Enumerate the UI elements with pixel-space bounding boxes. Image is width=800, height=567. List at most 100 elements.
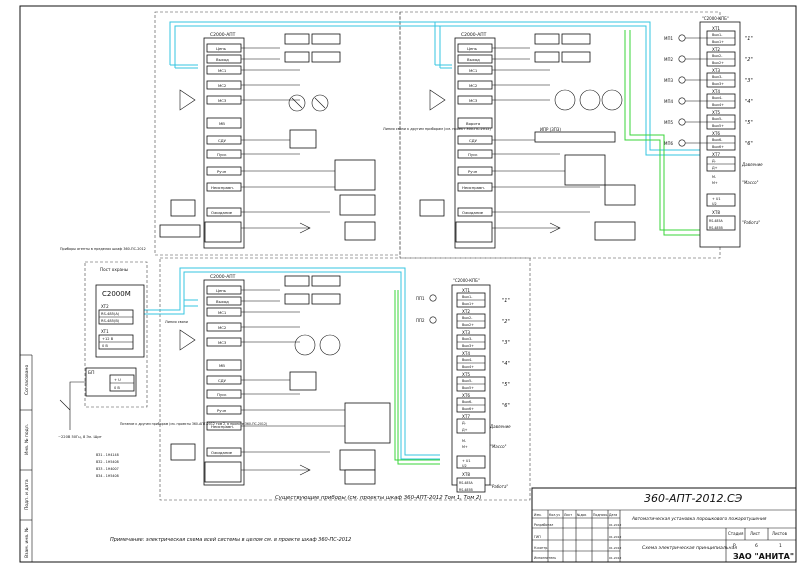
svg-text:Р: Р — [733, 543, 736, 549]
ktv-row-label: + U1 — [712, 197, 721, 201]
ktv-row-label: Вых6- — [712, 138, 723, 142]
svg-text:Ручн: Ручн — [217, 169, 227, 174]
ktv-pp-label: ПП1 — [416, 296, 425, 301]
ktv-pp-label: МП6 — [664, 141, 673, 146]
cabinet-top-left — [154, 11, 401, 256]
ktv-row-label: Д+ — [462, 428, 468, 432]
svg-text:МС2: МС2 — [218, 83, 227, 88]
ktv-terminal: ХТ8 — [712, 210, 720, 215]
ktv-row-label: U2 — [462, 464, 467, 468]
svg-text:МС2: МС2 — [218, 325, 227, 330]
ktv-output-label: "4" — [745, 99, 753, 105]
svg-text:Ручн: Ручн — [217, 408, 227, 413]
ktv-output-label: "2" — [745, 57, 753, 63]
c2000m-post: Пост охраны С2000М XT2 RS-485(A) RS-485(… — [58, 247, 148, 439]
svg-text:Кол.уч: Кол.уч — [549, 513, 560, 517]
side-stamp: Согласовано Инв. № подл. Подп. и дата Вз… — [24, 365, 30, 558]
ktv-top-module: "С2000-КПБ" ХТ1Вых1-Вых1+"1"МП1ХТ2Вых2-В… — [664, 16, 763, 248]
svg-text:Схема электрическая принципиал: Схема электрическая принципиальная — [642, 545, 737, 551]
bottom-apt-panel: С2000-АПТ Цепь Выход МС1 МС2 МС3 МВ СДУ … — [120, 274, 391, 486]
ktv-output-label: "5" — [502, 382, 510, 388]
svg-text:Пуск: Пуск — [217, 152, 227, 157]
svg-text:С2000-АПТ: С2000-АПТ — [210, 32, 236, 38]
ktv-terminal: ХТ3 — [712, 68, 720, 73]
svg-text:СДУ: СДУ — [218, 378, 227, 383]
svg-text:Ворота: Ворота — [466, 121, 480, 126]
ktv-output-label: "6" — [502, 403, 510, 409]
svg-text:Ожидание: Ожидание — [211, 450, 233, 455]
ktv-row-label: М+ — [712, 181, 718, 185]
svg-text:Исполнитель: Исполнитель — [534, 556, 556, 560]
svg-text:Инв. № подл.: Инв. № подл. — [24, 424, 30, 455]
ktv-row-label: Вых3- — [462, 337, 473, 341]
cabinet-top-right — [399, 11, 721, 259]
ktv-terminal: ХТ2 — [462, 309, 470, 314]
svg-text:+12 В: +12 В — [102, 337, 114, 341]
svg-text:Цепь: Цепь — [216, 46, 227, 51]
svg-text:Ожидание: Ожидание — [462, 210, 484, 215]
ktv-row-label: Вых5+ — [712, 124, 724, 128]
ktv-row-label: Вых1- — [462, 295, 473, 299]
ktv-terminal: ХТ1 — [462, 288, 470, 293]
ktv-terminal: ХТ4 — [462, 351, 470, 356]
top-right-apt-panel: С2000-АПТ Цепь Выход МС1 МС2 МС3 Ворота … — [383, 32, 636, 249]
top-left-apt-panel: С2000-АПТ Цепь Выход МС1 МС2 МС3 МВ СДУ … — [159, 32, 376, 249]
ktv-row-label: М+ — [462, 445, 468, 449]
svg-text:Пост охраны: Пост охраны — [100, 267, 128, 272]
ktv-row-label: Вых1- — [712, 33, 723, 37]
ktv-row-label: Д+ — [712, 166, 718, 170]
svg-text:0 В: 0 В — [114, 386, 120, 390]
ktv-output-label: "3" — [745, 78, 753, 84]
svg-text:Неисправн.: Неисправн. — [462, 185, 485, 190]
svg-text:"С2000-КПБ": "С2000-КПБ" — [702, 16, 729, 21]
ktv-row-label: RS-485B — [459, 488, 473, 492]
svg-text:Выход: Выход — [467, 57, 480, 62]
svg-text:БП: БП — [88, 370, 94, 376]
svg-text:МВ: МВ — [219, 363, 225, 368]
svg-text:XT1: XT1 — [101, 329, 109, 334]
ktv-terminal: ХТ3 — [462, 330, 470, 335]
ktv-output-label: "1" — [502, 298, 510, 304]
ktv-terminal: ХТ7 — [462, 414, 470, 419]
ktv-row-label: Вых3+ — [462, 344, 474, 348]
ktv-row-label: Вых4- — [712, 96, 723, 100]
ktv-row-label: Д- — [712, 159, 717, 163]
ktv-row-label: RS-485B — [709, 226, 723, 230]
svg-text:СДУ: СДУ — [218, 138, 227, 143]
ktv-pp-label: МП5 — [664, 120, 673, 125]
ktv-row-label: М- — [712, 175, 717, 179]
ktv-row-label: U2 — [712, 202, 717, 206]
svg-text:С2000-АПТ: С2000-АПТ — [210, 274, 236, 280]
existing-devices-caption: Существующие приборы (см. проекты шкаф 3… — [275, 495, 482, 501]
ktv-row-label: Вых2- — [462, 316, 473, 320]
svg-text:МС2: МС2 — [469, 83, 478, 88]
svg-text:МВ: МВ — [219, 121, 225, 126]
svg-text:Подп. и дата: Подп. и дата — [24, 479, 30, 510]
ktv-row-label: Вых2+ — [712, 61, 724, 65]
svg-text:Взам. инв. №: Взам. инв. № — [24, 527, 30, 558]
ktv-row-label: Вых3- — [712, 75, 723, 79]
svg-text:Изм.: Изм. — [534, 513, 542, 517]
title-block: 360-АПТ-2012.СЭ Изм. Кол.уч Лист №док По… — [531, 487, 797, 563]
ktv-terminal: ХТ6 — [462, 393, 470, 398]
svg-text:ГИП: ГИП — [534, 535, 541, 539]
organization: ЗАО "АНИТА" — [733, 552, 794, 561]
rs485-lines — [137, 21, 700, 465]
ktv-terminal: ХТ7 — [712, 152, 720, 157]
ktv-note: "Работа" — [742, 220, 760, 225]
cabinet-bottom — [159, 257, 531, 501]
ktv-bottom-module: "С2000-КПБ" ХТ1Вых1-Вых1+"1"ХТ2Вых2-Вых2… — [416, 278, 511, 493]
svg-text:МС3: МС3 — [218, 340, 227, 345]
cable-legend: ВЗ1 - 1Н4148 ВЗ2 - 1Н5408 ВЗ3 - 1Н4007 В… — [96, 453, 119, 478]
svg-text:+ U: + U — [114, 378, 121, 382]
ktv-output-label: "6" — [745, 141, 753, 147]
svg-text:ВЗ2 - 1Н5408: ВЗ2 - 1Н5408 — [96, 460, 119, 464]
ktv-terminal: ХТ6 — [712, 131, 720, 136]
svg-text:Цепь: Цепь — [216, 288, 227, 293]
svg-text:ВЗ4 - 1Н5408: ВЗ4 - 1Н5408 — [96, 474, 119, 478]
drawing-frame — [19, 5, 797, 563]
ktv-note: "Работа" — [490, 484, 508, 489]
svg-text:ИПР (3П3): ИПР (3П3) — [540, 127, 561, 132]
svg-text:Неисправн.: Неисправн. — [211, 424, 234, 429]
